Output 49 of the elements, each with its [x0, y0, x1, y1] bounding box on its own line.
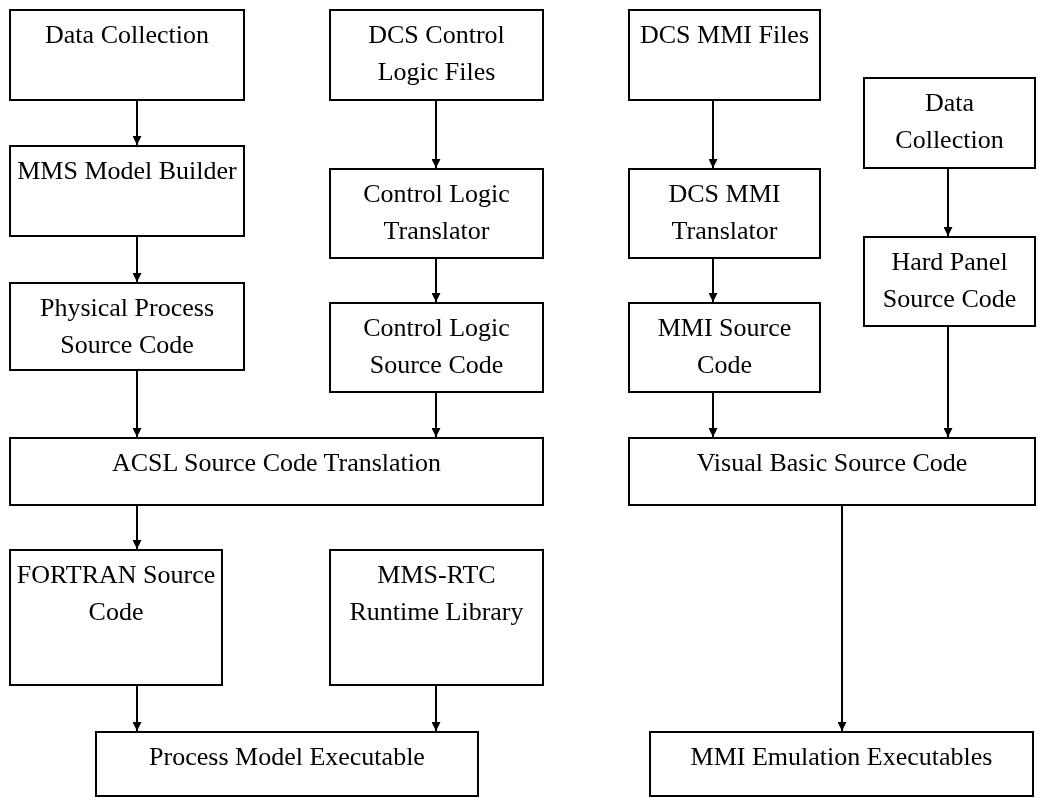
- process-box: [628, 302, 821, 393]
- process-box: [9, 9, 245, 101]
- process-box: [329, 549, 544, 686]
- arrow: [431, 685, 441, 732]
- box-label: Data Collection: [45, 19, 209, 51]
- box-label: MMS Model Builder: [17, 155, 237, 187]
- box-label: Process Model Executable: [149, 741, 425, 773]
- process-box: [9, 549, 223, 686]
- box-label: DCS Control Logic Files: [367, 19, 506, 88]
- box-label: Visual Basic Source Code: [696, 447, 968, 479]
- process-box: [863, 236, 1036, 327]
- arrow: [431, 392, 441, 438]
- box-label: MMI Source Code: [656, 312, 793, 381]
- box-label: Control Logic Source Code: [362, 312, 511, 381]
- arrow: [837, 505, 847, 732]
- process-box: [9, 282, 245, 371]
- arrow: [431, 258, 441, 303]
- box-label: Data Collection: [894, 87, 1005, 156]
- process-box: [628, 168, 821, 259]
- process-box: [95, 731, 479, 797]
- box-label: FORTRAN Source Code: [15, 559, 217, 628]
- process-box: [628, 437, 1036, 506]
- arrow: [708, 100, 718, 169]
- arrow: [708, 392, 718, 438]
- box-label: Physical Process Source Code: [38, 292, 215, 361]
- process-box: [628, 9, 821, 101]
- process-box: [649, 731, 1034, 797]
- box-label: Control Logic Translator: [362, 178, 511, 247]
- arrow: [943, 168, 953, 237]
- box-label: ACSL Source Code Translation: [111, 447, 442, 479]
- arrow: [132, 100, 142, 146]
- arrow: [132, 685, 142, 732]
- process-box: [9, 145, 245, 237]
- arrow: [132, 370, 142, 438]
- arrow: [132, 505, 142, 550]
- process-box: [863, 77, 1036, 169]
- process-box: [329, 9, 544, 101]
- arrow: [132, 236, 142, 283]
- box-label: DCS MMI Files: [639, 19, 809, 51]
- box-label: Hard Panel Source Code: [881, 246, 1018, 315]
- process-box: [9, 437, 544, 506]
- process-box: [329, 302, 544, 393]
- arrow: [708, 258, 718, 303]
- box-label: MMS-RTC Runtime Library: [348, 559, 525, 628]
- arrow: [943, 326, 953, 438]
- arrow: [431, 100, 441, 169]
- box-label: DCS MMI Translator: [667, 178, 782, 247]
- process-box: [329, 168, 544, 259]
- box-label: MMI Emulation Executables: [690, 741, 993, 773]
